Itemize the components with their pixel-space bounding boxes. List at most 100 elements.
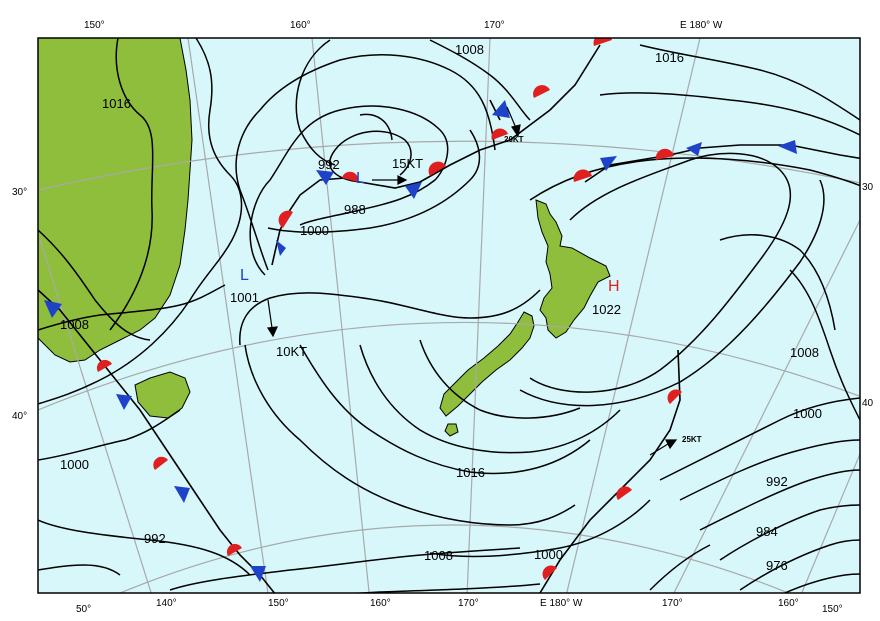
arrowhead <box>266 326 278 338</box>
isobar-label: 988 <box>344 202 366 217</box>
isobar <box>719 234 836 331</box>
warm-front-semicircle <box>226 543 242 556</box>
isobar <box>38 519 251 576</box>
meridian-160w <box>801 452 860 593</box>
front-line <box>38 289 276 593</box>
meridian-160 <box>311 38 370 593</box>
isobar <box>739 539 860 591</box>
longitude-label: 150° <box>822 604 843 615</box>
isobar <box>639 44 860 121</box>
isobar-label: 1016 <box>655 50 684 65</box>
warm-front-semicircle <box>616 486 632 500</box>
isobar <box>249 105 449 276</box>
fronts <box>38 44 860 593</box>
motion-arrow-25kt <box>649 443 669 456</box>
cold-front-triangle <box>116 394 132 410</box>
arrowhead <box>511 124 521 138</box>
isobar <box>529 152 792 393</box>
isobar <box>519 179 825 407</box>
warm-front-semicircles <box>96 38 682 580</box>
cold-front-triangle <box>276 240 286 256</box>
warm-front-semicircle <box>542 565 557 580</box>
isobar-label: 1016 <box>102 96 131 111</box>
cold-front-triangle <box>686 142 702 156</box>
isobar <box>244 344 576 526</box>
isobar <box>429 39 531 121</box>
south-island-land <box>439 311 535 417</box>
isobar <box>239 289 541 346</box>
isobar-label: 992 <box>144 531 166 546</box>
warm-front-semicircle <box>153 456 168 470</box>
latitude-line-40 <box>38 321 860 411</box>
latitude-label: 30° <box>12 187 27 198</box>
meridian-140 <box>39 239 152 593</box>
isobar <box>169 547 521 591</box>
isobar <box>299 344 591 475</box>
isobar <box>329 130 412 183</box>
longitude-label: 160° <box>778 598 799 609</box>
isobar <box>659 397 860 481</box>
motion-arrow-20kt <box>506 106 517 129</box>
landmasses <box>38 38 611 437</box>
front-line <box>539 349 681 593</box>
motion-arrows <box>266 106 678 456</box>
isobar <box>38 409 181 461</box>
warm-front-semicircle <box>655 148 674 160</box>
wind-speed-label: 10KT <box>276 344 307 359</box>
cold-front-triangle <box>778 140 797 154</box>
isobar <box>789 269 860 421</box>
warm-front-semicircle <box>533 85 550 98</box>
latitude-label: 40° <box>12 411 27 422</box>
isobar <box>429 499 651 558</box>
longitude-label: 170° <box>484 20 505 31</box>
isobar <box>38 229 151 341</box>
latitude-line-50 <box>118 524 790 593</box>
isobar <box>719 504 860 561</box>
isobar <box>109 38 154 331</box>
latitude-line-30 <box>38 140 860 191</box>
warm-front-semicircle <box>593 38 612 46</box>
isobar-label: 1008 <box>790 345 819 360</box>
isobar <box>783 573 860 593</box>
isobar <box>419 339 581 419</box>
longitude-label: 170° <box>662 598 683 609</box>
cold-front-triangle <box>174 486 190 503</box>
longitude-label: 160° <box>290 20 311 31</box>
bottom-longitude-labels: 50° 140° 150° 160° 170° E 180° W 170° 16… <box>76 598 843 615</box>
isobar <box>349 583 541 593</box>
isobar <box>679 439 860 501</box>
isobar <box>359 113 393 141</box>
longitude-label: 150° <box>268 598 289 609</box>
warm-front-semicircle <box>573 169 592 182</box>
warm-front-semicircle <box>428 161 446 176</box>
isobar <box>38 284 226 331</box>
isobar <box>295 39 336 166</box>
isobar-label: 992 <box>318 157 340 172</box>
meridian-180 <box>566 38 701 593</box>
isobar-label: 1016 <box>456 465 485 480</box>
high-pressure-center: H <box>608 278 620 295</box>
latitude-labels: 30° 40° 30 40 <box>12 182 874 422</box>
cold-front-triangle <box>250 566 266 582</box>
arrowhead <box>665 439 678 450</box>
wind-labels: 15KT 10KT 20KT 25KT <box>276 135 702 444</box>
isobar-label: 992 <box>766 474 788 489</box>
isobar <box>599 92 860 136</box>
isobars <box>38 38 860 593</box>
stewart-island-land <box>444 423 459 437</box>
isobar-label: 1001 <box>230 290 259 305</box>
longitude-label: 140° <box>156 598 177 609</box>
isobar <box>359 344 621 454</box>
warm-front-semicircle <box>342 171 359 182</box>
isobar <box>38 564 121 576</box>
meridian-170 <box>466 38 491 593</box>
latitude-label: 30 <box>862 182 874 193</box>
arrowhead <box>397 175 408 185</box>
meridian-170w <box>673 218 860 593</box>
isobar-label: 984 <box>756 524 778 539</box>
isobar <box>235 54 496 271</box>
isobar-label: 1000 <box>793 406 822 421</box>
isobar <box>38 38 243 405</box>
cold-front-triangle <box>405 182 422 199</box>
